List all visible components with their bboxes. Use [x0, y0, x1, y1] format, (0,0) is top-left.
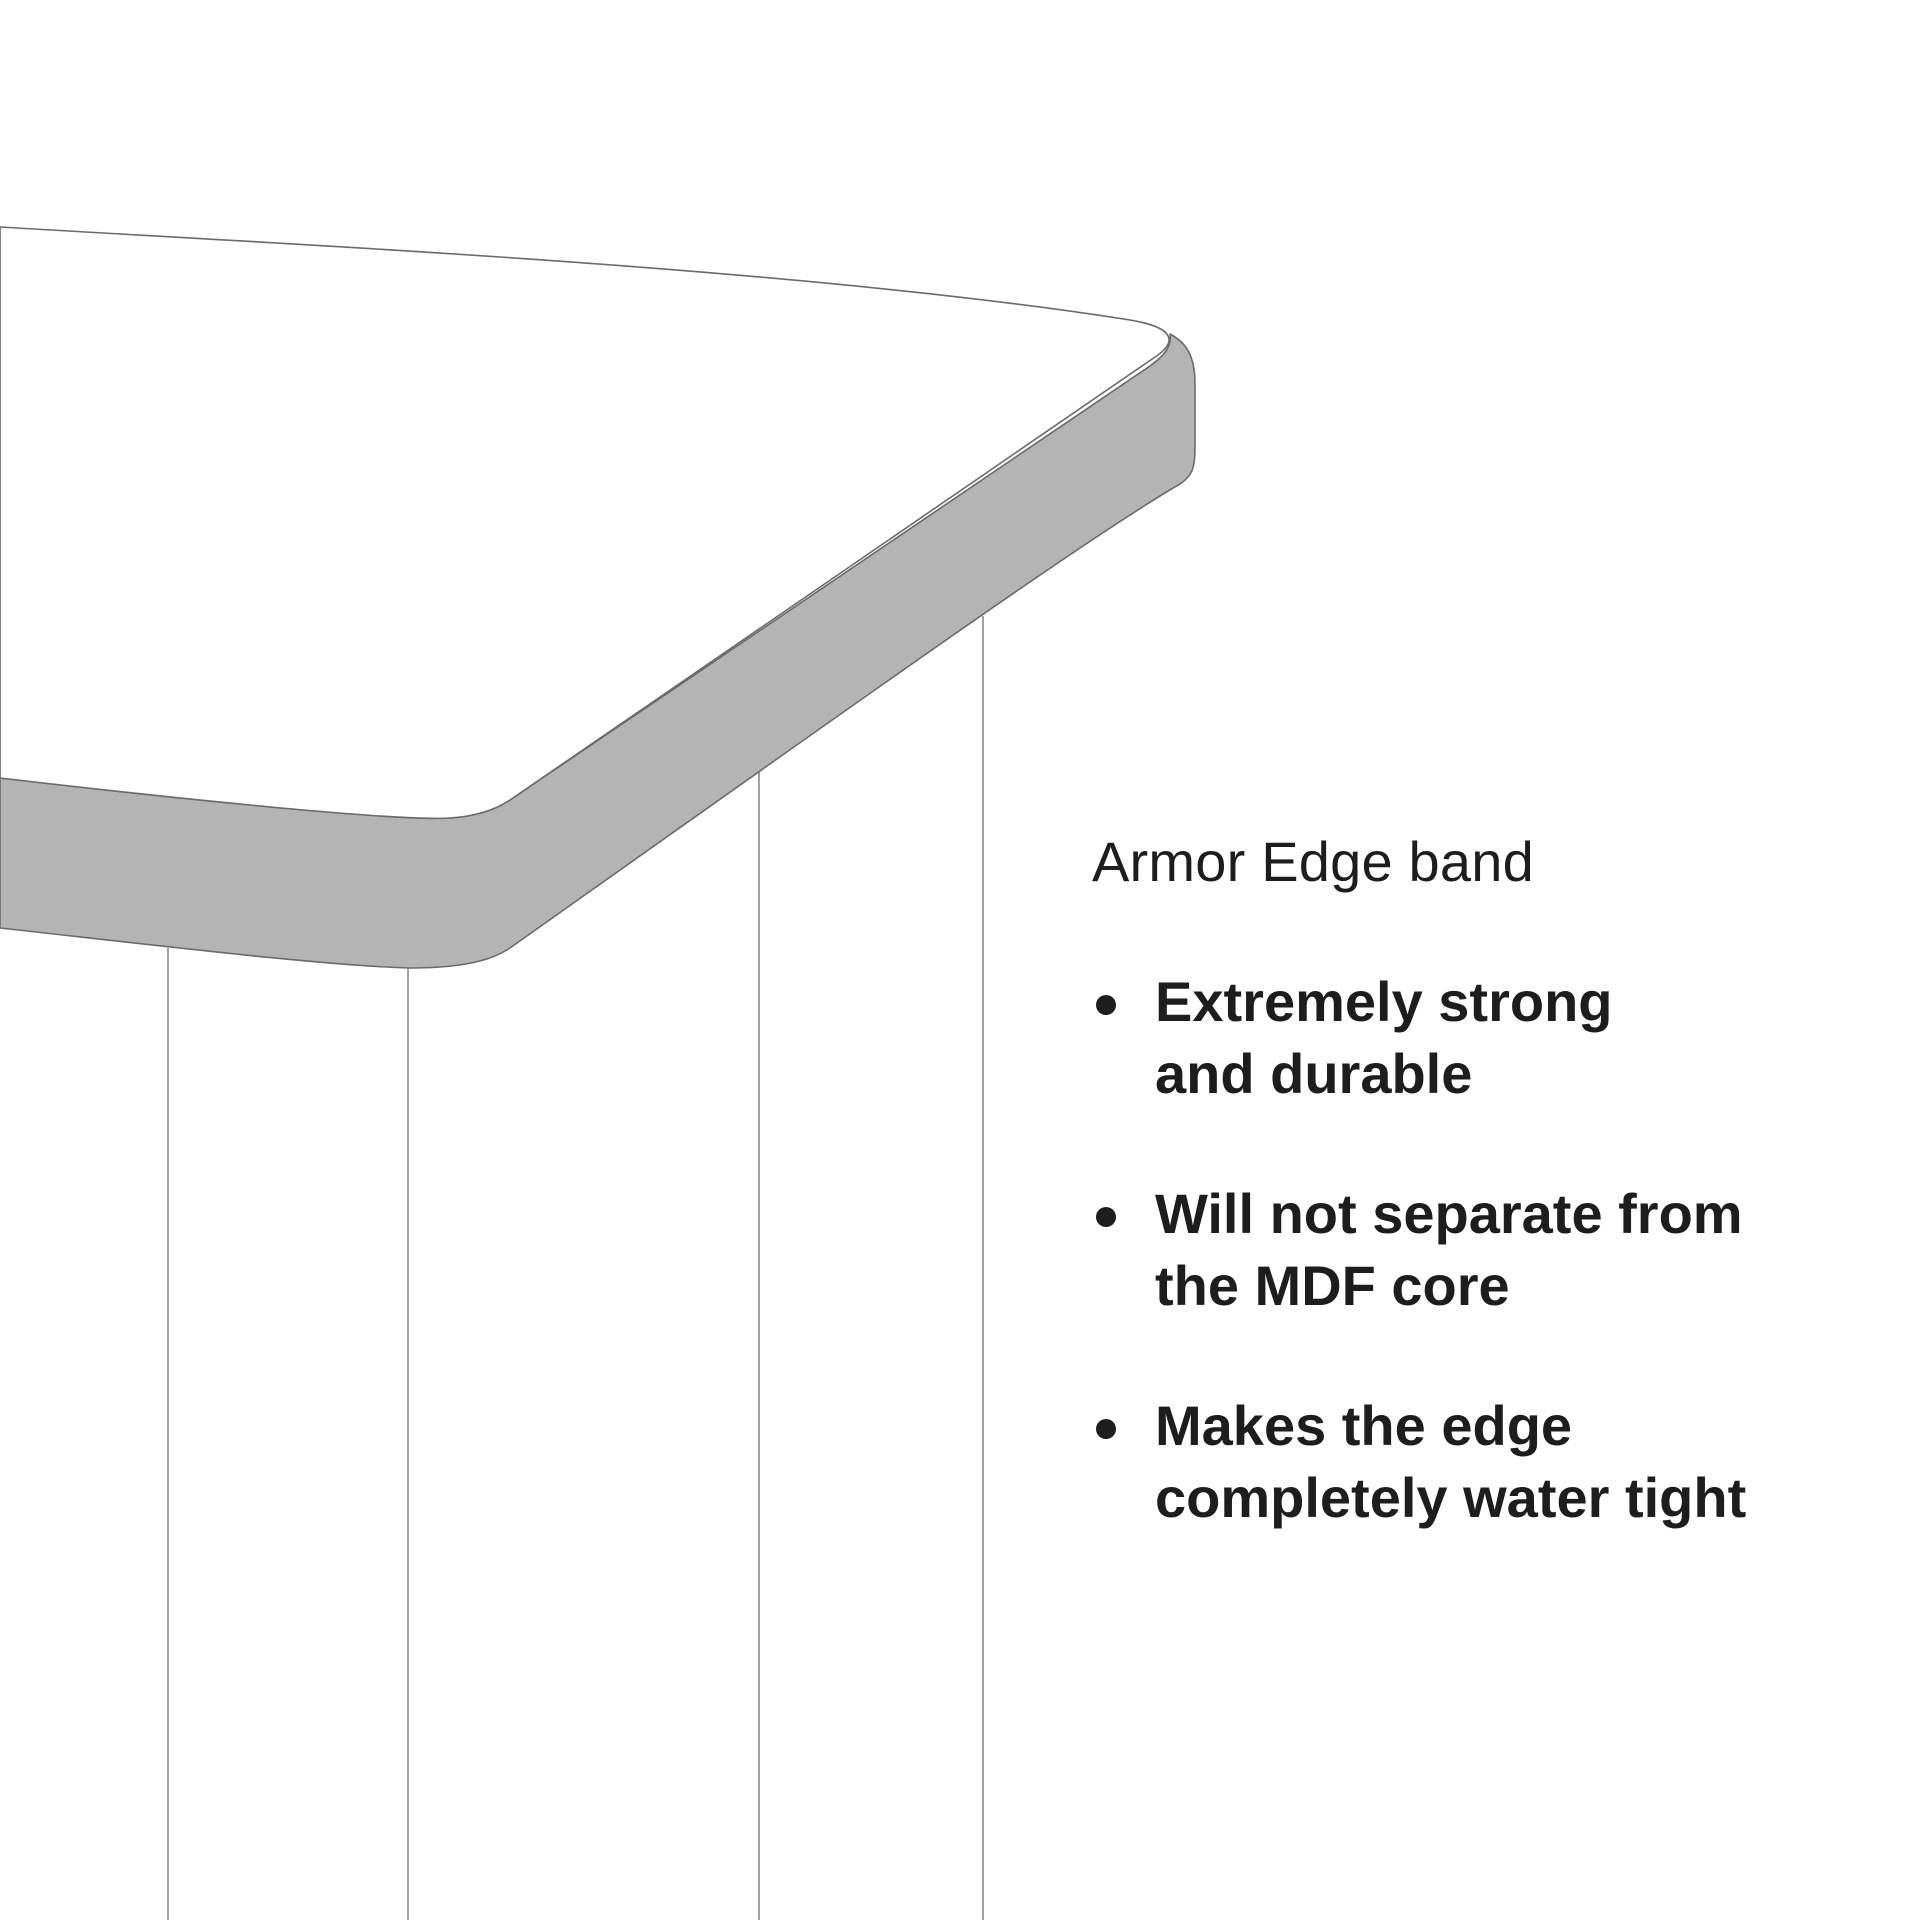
- feature-text-line: Makes the edge: [1155, 1394, 1573, 1457]
- feature-text-line: Extremely strong: [1155, 970, 1613, 1033]
- feature-list: Extremely strong and durable Will not se…: [1092, 966, 1872, 1534]
- list-item: Will not separate from the MDF core: [1092, 1178, 1872, 1322]
- callout-heading: Armor Edge band: [1092, 830, 1534, 893]
- feature-text-line: the MDF core: [1155, 1254, 1510, 1317]
- bullet-icon: [1096, 1419, 1116, 1439]
- feature-text-line: and durable: [1155, 1042, 1473, 1105]
- bullet-icon: [1096, 995, 1116, 1015]
- feature-callout: Armor Edge band Extremely strong and dur…: [1092, 826, 1872, 1602]
- feature-text-line: Will not separate from: [1155, 1182, 1743, 1245]
- table-top-surface: [0, 226, 1170, 820]
- table-legs: [167, 616, 984, 1920]
- feature-text-line: completely water tight: [1155, 1466, 1747, 1529]
- list-item: Extremely strong and durable: [1092, 966, 1872, 1110]
- list-item: Makes the edge completely water tight: [1092, 1390, 1872, 1534]
- bullet-icon: [1096, 1207, 1116, 1227]
